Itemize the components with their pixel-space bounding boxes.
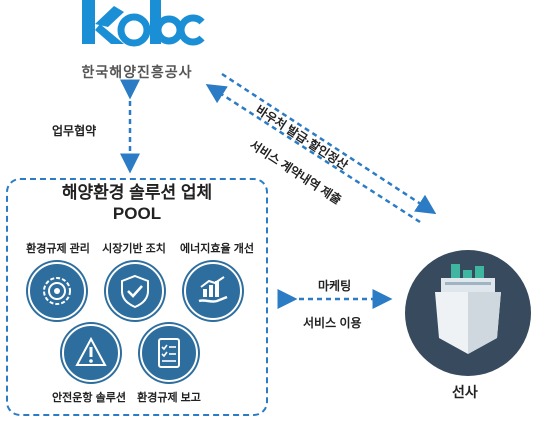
org-name: 한국해양진흥공사: [81, 64, 193, 80]
marketing-label: 마케팅: [318, 279, 352, 293]
service-efficiency: [184, 262, 242, 320]
report-checklist-icon: [158, 338, 180, 368]
kobc-logo: [82, 0, 205, 47]
solution-pool-box: [6, 178, 268, 416]
service-safety: [62, 324, 120, 382]
service-label-market: 시장기반 조치: [102, 243, 166, 255]
shield-check-icon: [121, 274, 149, 309]
ship-owner-label: 선사: [452, 384, 478, 400]
growth-chart-hand-icon: [198, 276, 228, 303]
service-label-safety: 안전운항 솔루션: [52, 392, 126, 404]
service-label-report: 환경규제 보고: [137, 392, 201, 404]
service-report: [140, 324, 198, 382]
pool-title-line1: 해양환경 솔루션 업체: [61, 183, 213, 202]
pool-title-line2: POOL: [112, 204, 162, 223]
service-label-efficiency: 에너지효율 개선: [180, 243, 254, 255]
gear-target-icon: [43, 277, 71, 305]
pool-title: 해양환경 솔루션 업체 POOL: [6, 182, 268, 224]
ship-icon: [435, 264, 501, 354]
service-env-mgmt: [28, 262, 86, 320]
service-use-label: 서비스 이용: [303, 316, 362, 330]
service-market: [106, 262, 164, 320]
agreement-label: 업무협약: [52, 124, 97, 138]
warning-siren-icon: [75, 336, 107, 366]
service-label-env-mgmt: 환경규제 관리: [26, 243, 90, 255]
ship-owner-circle: [405, 250, 531, 376]
